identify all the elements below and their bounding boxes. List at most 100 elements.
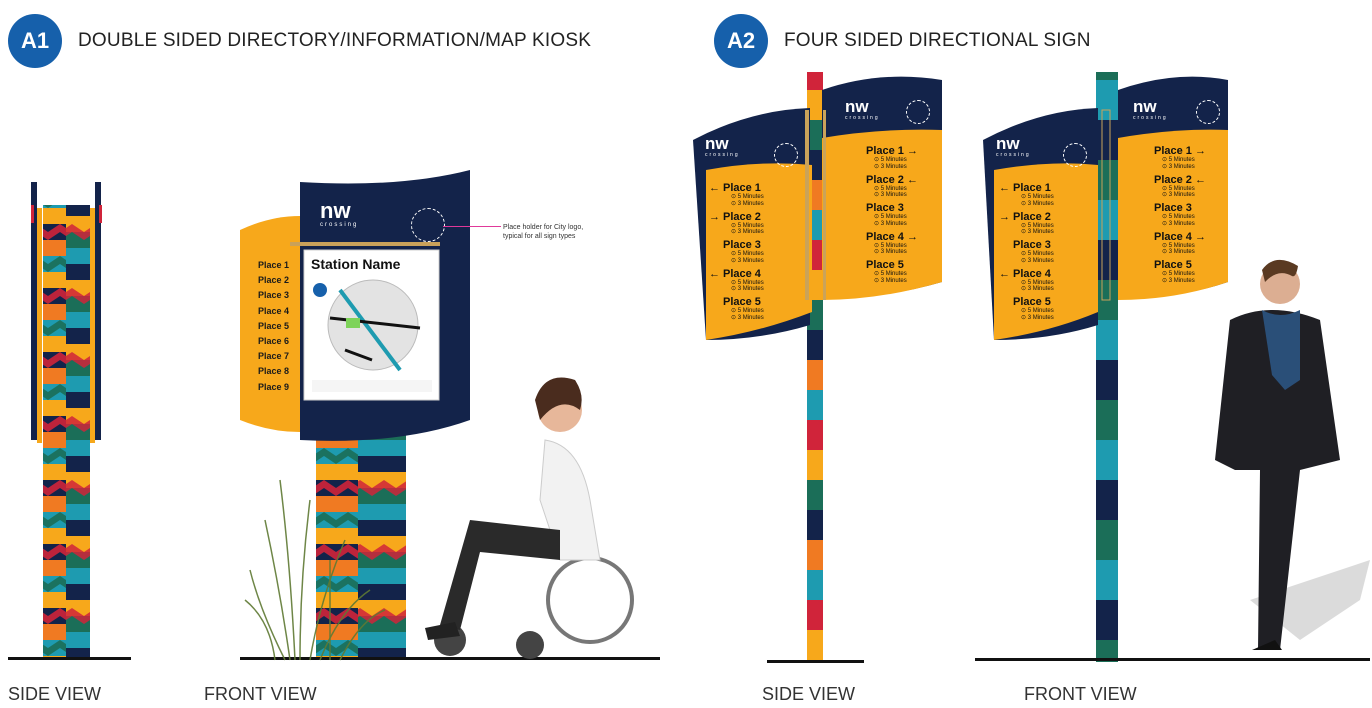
- walk-time: ⊙ 5 Minutes: [731, 222, 764, 229]
- bike-time: ⊙ 3 Minutes: [874, 163, 907, 170]
- direction-arrow-icon: →: [903, 145, 918, 157]
- list-item: Place 1 →⊙ 5 Minutes⊙ 3 Minutes: [1154, 145, 1206, 170]
- place-name: Place 1: [866, 145, 904, 157]
- walk-time: ⊙ 5 Minutes: [874, 271, 907, 277]
- list-item: Place 4: [258, 305, 290, 316]
- title-a2: FOUR SIDED DIRECTIONAL SIGN: [784, 30, 1091, 51]
- bike-time: ⊙ 3 Minutes: [1162, 249, 1195, 255]
- walk-time: ⊙ 5 Minutes: [1162, 271, 1195, 277]
- list-item: Place 5⊙ 5 Minutes⊙ 3 Minutes: [709, 296, 764, 321]
- list-item: Place 2 ←⊙ 5 Minutes⊙ 3 Minutes: [1154, 174, 1206, 199]
- list-item: Place 3⊙ 5 Minutes⊙ 3 Minutes: [999, 239, 1054, 264]
- kiosk-note-line: [443, 226, 501, 227]
- a2-front-view-label: FRONT VIEW: [1024, 684, 1137, 704]
- place-name: Place 5: [1154, 259, 1192, 271]
- place-name: Place 5: [866, 259, 904, 271]
- place-name: Place 1: [723, 182, 761, 194]
- walk-time: ⊙ 5 Minutes: [1162, 242, 1195, 249]
- walk-time: ⊙ 5 Minutes: [1162, 157, 1195, 163]
- walk-time: ⊙ 5 Minutes: [731, 279, 764, 286]
- list-item: Place 3⊙ 5 Minutes⊙ 3 Minutes: [866, 202, 907, 227]
- direction-arrow-icon: →: [1191, 230, 1206, 243]
- walk-time: ⊙ 5 Minutes: [1021, 194, 1054, 200]
- walk-time: ⊙ 5 Minutes: [731, 194, 764, 200]
- walk-time: ⊙ 5 Minutes: [1021, 308, 1054, 314]
- header-a2: A2 FOUR SIDED DIRECTIONAL SIGN: [714, 14, 1091, 68]
- kiosk-logo-text: nw: [320, 198, 351, 223]
- list-item: Place 3: [258, 290, 290, 301]
- walk-time: ⊙ 5 Minutes: [1021, 279, 1054, 286]
- list-item: ← Place 4⊙ 5 Minutes⊙ 3 Minutes: [999, 268, 1054, 293]
- place-name: Place 4: [723, 267, 761, 280]
- bike-time: ⊙ 3 Minutes: [1021, 257, 1054, 264]
- list-item: ← Place 1⊙ 5 Minutes⊙ 3 Minutes: [999, 182, 1054, 207]
- list-item: Place 1: [258, 260, 290, 270]
- bike-time: ⊙ 3 Minutes: [874, 220, 907, 227]
- place-name: Place 3: [723, 239, 761, 251]
- bike-time: ⊙ 3 Minutes: [1162, 220, 1195, 227]
- walk-time: ⊙ 5 Minutes: [874, 157, 907, 163]
- place-name: Place 4: [866, 230, 904, 243]
- list-item: ← Place 1⊙ 5 Minutes⊙ 3 Minutes: [709, 182, 764, 207]
- bike-time: ⊙ 3 Minutes: [731, 286, 764, 292]
- a2-side-view-label: SIDE VIEW: [762, 684, 856, 704]
- a1-side-view: [8, 182, 131, 660]
- walking-man-figure: [1215, 259, 1370, 650]
- walk-time: ⊙ 5 Minutes: [731, 308, 764, 314]
- direction-arrow-icon: →: [1191, 145, 1206, 157]
- list-item: Place 5: [258, 320, 290, 331]
- sign-logo-sub: crossing: [1133, 115, 1168, 121]
- walk-time: ⊙ 5 Minutes: [874, 185, 907, 192]
- walk-time: ⊙ 5 Minutes: [1021, 222, 1054, 229]
- list-item: Place 2 ←⊙ 5 Minutes⊙ 3 Minutes: [866, 174, 918, 199]
- kiosk-logo-sub: crossing: [320, 222, 359, 228]
- direction-arrow-icon: ←: [1191, 173, 1206, 186]
- bike-time: ⊙ 3 Minutes: [1021, 314, 1054, 321]
- bike-time: ⊙ 3 Minutes: [1162, 277, 1195, 284]
- place-name: Place 5: [1013, 296, 1051, 308]
- place-name: Place 4: [1154, 230, 1192, 243]
- list-item: Place 6: [258, 336, 290, 347]
- walk-time: ⊙ 5 Minutes: [874, 214, 907, 220]
- list-item: → Place 2⊙ 5 Minutes⊙ 3 Minutes: [999, 211, 1054, 236]
- bike-time: ⊙ 3 Minutes: [731, 200, 764, 207]
- sign-logo-sub: crossing: [996, 152, 1031, 158]
- a1-front-view-label: FRONT VIEW: [204, 684, 317, 704]
- sign-logo: nw: [845, 97, 869, 116]
- place-name: Place 3: [1013, 239, 1051, 251]
- sign-logo: nw: [1133, 97, 1157, 116]
- walk-time: ⊙ 5 Minutes: [731, 251, 764, 257]
- kiosk-logo: nw crossing: [320, 200, 358, 229]
- place-name: Place 2: [1154, 173, 1192, 186]
- sign-logo-sub: crossing: [705, 152, 740, 158]
- list-item: Place 5⊙ 5 Minutes⊙ 3 Minutes: [999, 296, 1054, 321]
- place-name: Place 2: [1013, 210, 1051, 223]
- kiosk-logo-placeholder-circle: [411, 208, 445, 242]
- bike-time: ⊙ 3 Minutes: [731, 229, 764, 235]
- list-item: Place 3⊙ 5 Minutes⊙ 3 Minutes: [709, 239, 764, 264]
- list-item: Place 5⊙ 5 Minutes⊙ 3 Minutes: [1154, 259, 1195, 284]
- walk-time: ⊙ 5 Minutes: [1021, 251, 1054, 257]
- list-item: Place 1 →⊙ 5 Minutes⊙ 3 Minutes: [866, 145, 918, 170]
- badge-a2: A2: [714, 14, 768, 68]
- place-name: Place 2: [866, 173, 904, 186]
- a1-front-kiosk: [240, 170, 660, 661]
- place-name: Place 1: [1154, 145, 1192, 157]
- direction-arrow-icon: →: [709, 210, 720, 223]
- header-a1: A1 DOUBLE SIDED DIRECTORY/INFORMATION/MA…: [8, 14, 591, 68]
- walk-time: ⊙ 5 Minutes: [874, 242, 907, 249]
- bike-time: ⊙ 3 Minutes: [1021, 286, 1054, 292]
- kiosk-place-list: Place 1 Place 2 Place 3 Place 4 Place 5 …: [258, 258, 289, 395]
- list-item: Place 7: [258, 351, 290, 362]
- a2-side-view: [693, 72, 942, 663]
- sign-logo: nw: [996, 134, 1020, 153]
- logo-placeholder-circle: [1196, 100, 1220, 124]
- kiosk-note: Place holder for City logo, typical for …: [503, 224, 584, 240]
- logo-placeholder-circle: [1063, 143, 1087, 167]
- wheelchair-user-figure: [425, 377, 634, 659]
- list-item: → Place 2⊙ 5 Minutes⊙ 3 Minutes: [709, 211, 764, 236]
- sign-logo-sub: crossing: [845, 115, 880, 121]
- direction-arrow-icon: ←: [999, 267, 1010, 280]
- logo-placeholder-circle: [906, 100, 930, 124]
- bike-time: ⊙ 3 Minutes: [1021, 229, 1054, 235]
